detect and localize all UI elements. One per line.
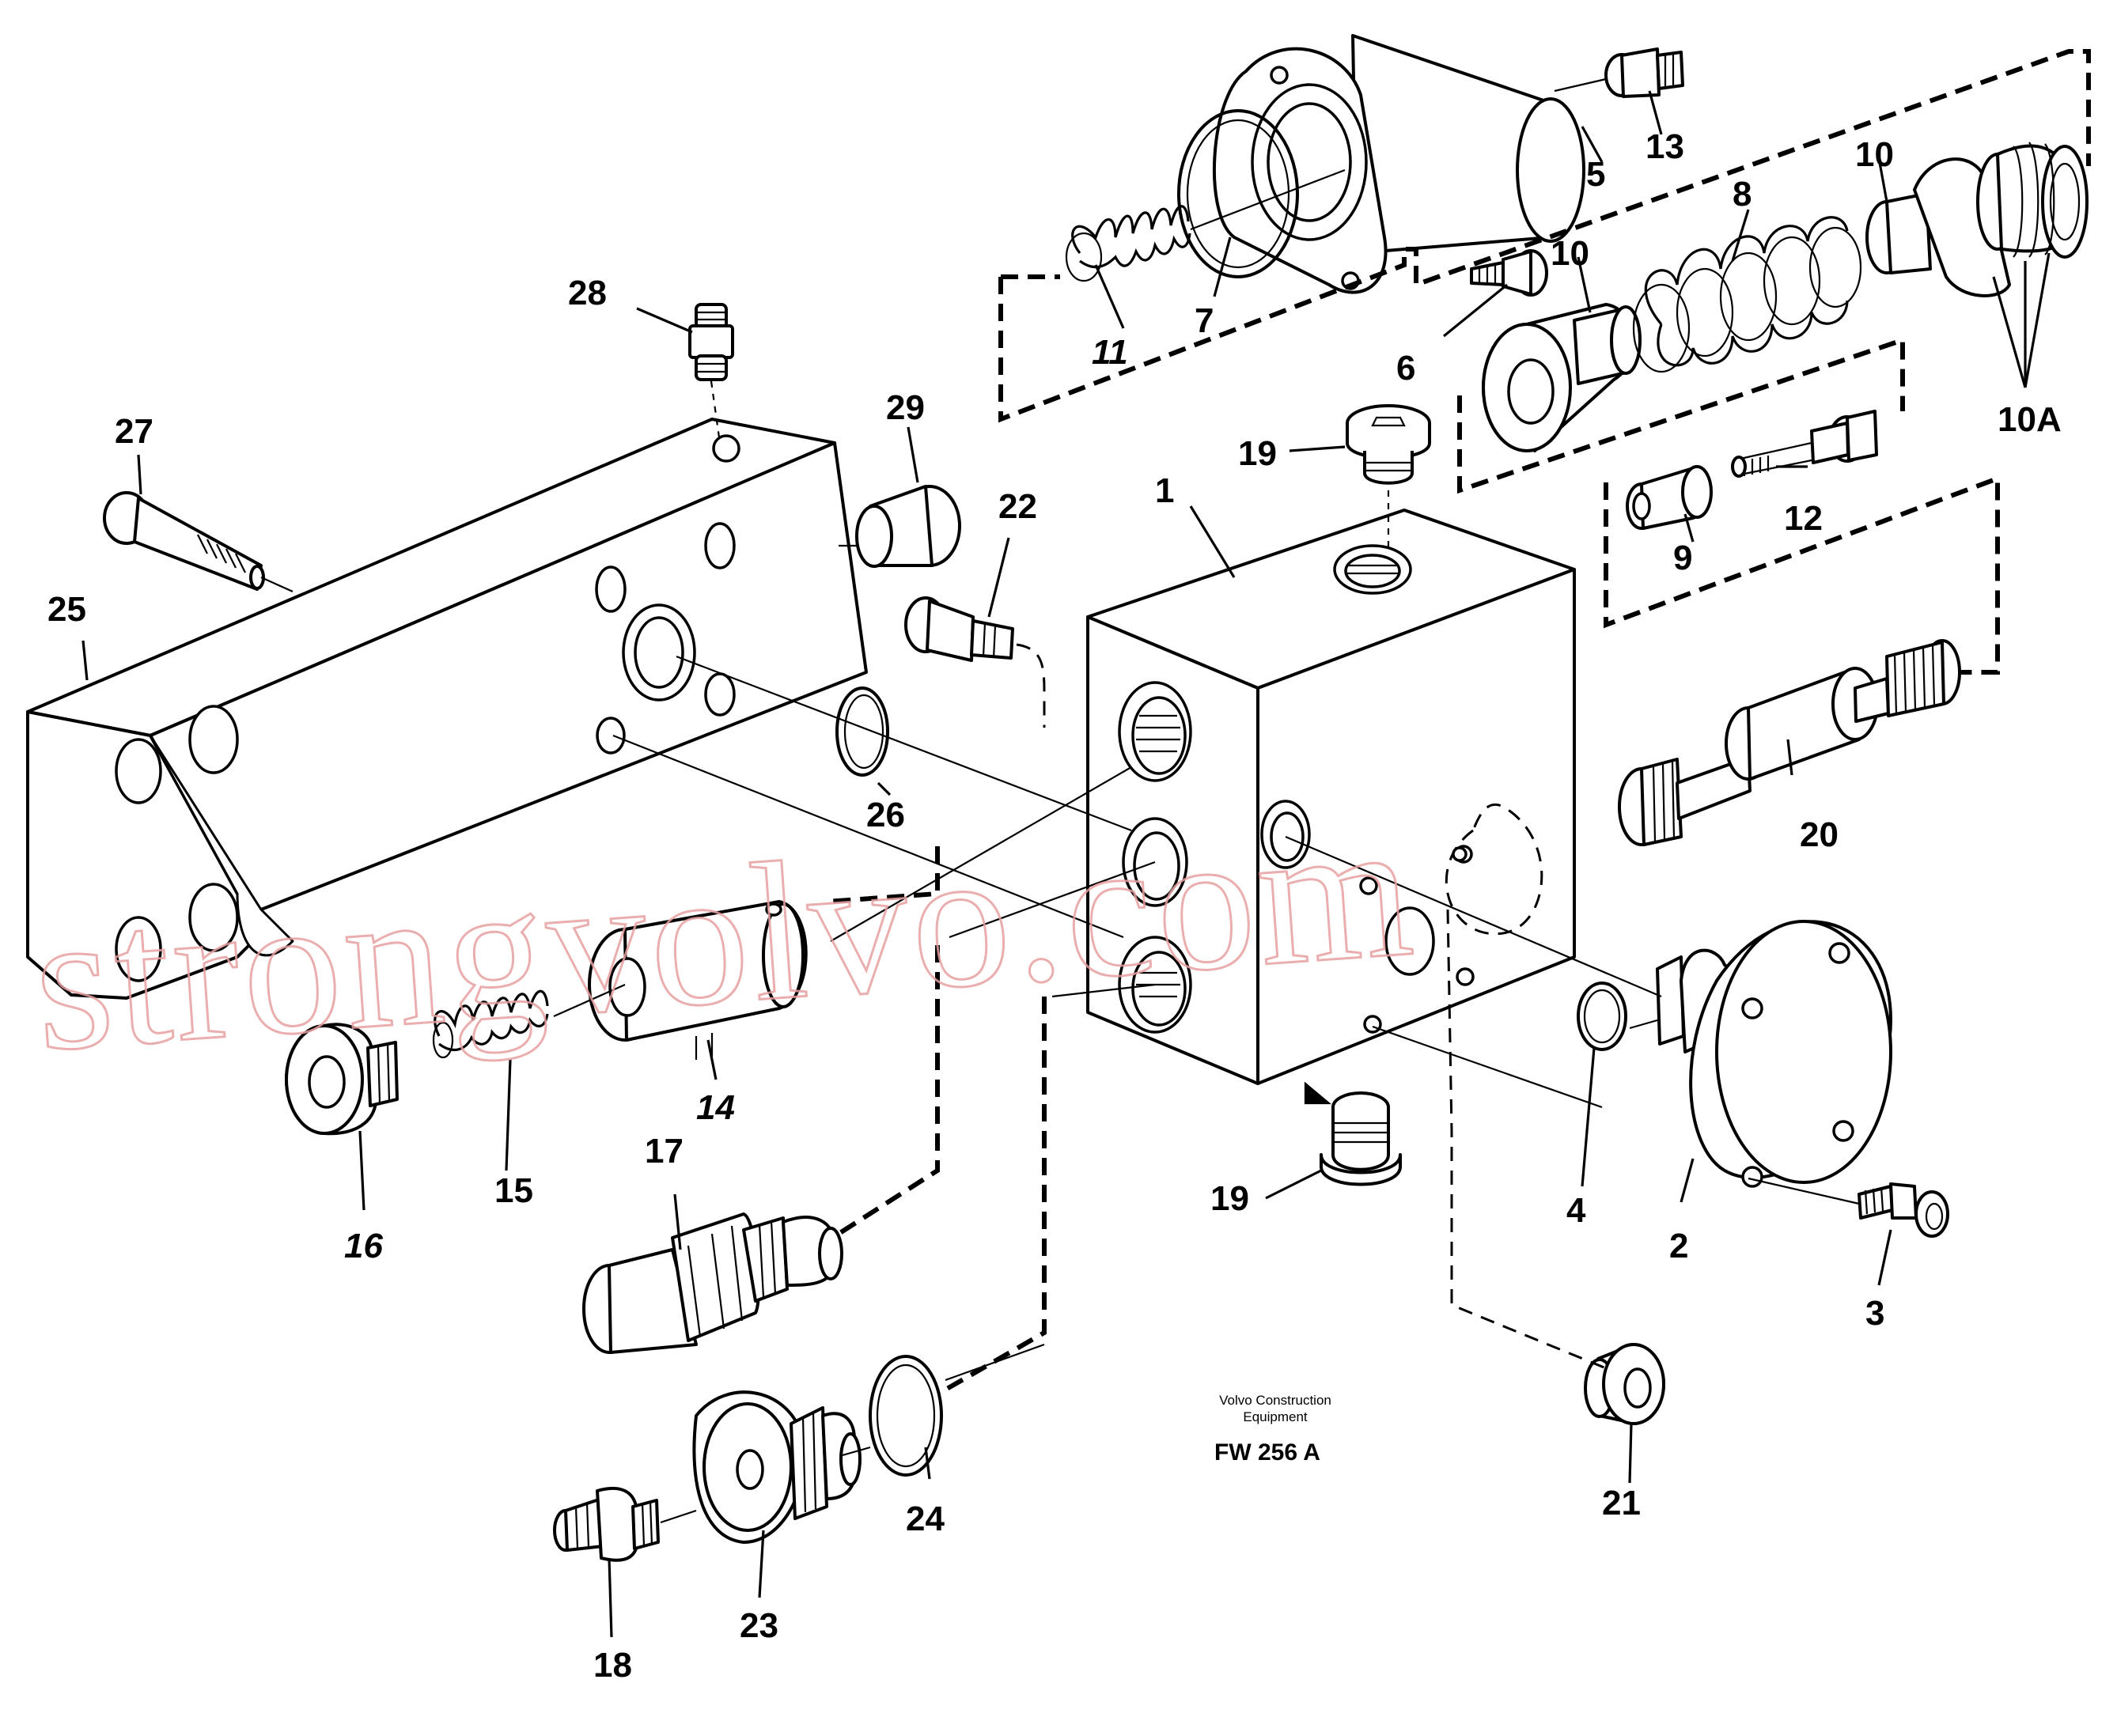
callout-26: 26	[866, 796, 905, 834]
part-29-plug	[839, 485, 961, 568]
part-10-piston	[1865, 142, 2089, 297]
callout-19-top: 19	[1238, 434, 1277, 473]
part-8-spring	[1632, 216, 1862, 373]
part-27-bolt	[103, 491, 294, 593]
part-11-spring	[1065, 168, 1346, 282]
callout-23: 23	[740, 1606, 778, 1645]
callout-22: 22	[998, 487, 1037, 526]
callout-8: 8	[1733, 175, 1752, 214]
part-19-bottom-plug	[1320, 1091, 1402, 1186]
callout-25: 25	[47, 590, 86, 629]
caption-line-1: Volvo Construction	[1219, 1393, 1331, 1408]
callout-5: 5	[1586, 155, 1605, 194]
part-7-o-ring	[1177, 109, 1299, 278]
part-5-solenoid	[1212, 34, 1585, 294]
callout-18: 18	[593, 1646, 632, 1685]
callout-16: 16	[344, 1227, 383, 1265]
callout-24: 24	[906, 1500, 945, 1538]
callout-19-bottom: 19	[1210, 1179, 1249, 1218]
part-10-spring-seat	[1482, 303, 1642, 452]
leader-lines	[81, 90, 2051, 1638]
part-22-union	[904, 596, 1046, 728]
callout-13: 13	[1646, 127, 1684, 166]
part-25-distribution-plate	[26, 418, 868, 1000]
callout-12: 12	[1784, 499, 1823, 538]
callout-10-right: 10	[1855, 135, 1894, 174]
part-17-relief-valve	[582, 1212, 843, 1354]
callout-7: 7	[1195, 301, 1214, 340]
part-13-screw	[1554, 47, 1684, 98]
callout-2: 2	[1669, 1227, 1688, 1265]
solenoid-group-bracket	[998, 49, 2091, 423]
callout-15: 15	[494, 1171, 533, 1210]
part-16-plug	[285, 1023, 399, 1136]
part-12-bolt	[1731, 410, 1878, 478]
callout-14: 14	[696, 1088, 735, 1127]
callout-20: 20	[1800, 815, 1839, 854]
part-24-o-ring	[869, 1355, 943, 1477]
part-6-screw	[1470, 249, 1548, 297]
drawing-number: FW 256 A	[1214, 1439, 1320, 1466]
part-20-spool	[1618, 639, 1961, 846]
seat-group-bracket	[1457, 336, 2000, 675]
part-28-fitting	[688, 303, 734, 444]
part-1-valve-body	[1086, 509, 1576, 1105]
callout-17: 17	[645, 1132, 684, 1171]
part-9-sleeve	[1626, 465, 1713, 530]
callout-10A: 10A	[1998, 400, 2062, 439]
part-21-plug	[1584, 1343, 1665, 1425]
callout-28: 28	[568, 274, 607, 312]
part-3-screw	[1748, 1177, 1949, 1238]
callout-29: 29	[886, 388, 925, 427]
part-15-spring	[432, 989, 549, 1059]
part-18-fitting	[553, 1486, 697, 1562]
callout-9: 9	[1673, 539, 1692, 577]
part-19-top-plug	[1346, 404, 1431, 554]
part-2-end-cover	[1656, 920, 1892, 1188]
part-26-o-ring	[835, 686, 889, 777]
callout-21: 21	[1602, 1484, 1641, 1522]
assembly-lines	[553, 655, 1662, 1457]
callout-6: 6	[1396, 349, 1415, 388]
caption-line-2: Equipment	[1243, 1409, 1308, 1424]
caption-block: Volvo Construction Equipment FW 256 A	[1214, 1393, 1331, 1466]
callout-11: 11	[1092, 333, 1128, 372]
callout-1: 1	[1155, 471, 1174, 510]
callout-labels: 1 2 3 4 5 6 7 8 9 10 10 10A 11 12 13 14 …	[47, 127, 2062, 1685]
callout-10-left: 10	[1551, 234, 1589, 273]
callout-3: 3	[1865, 1294, 1884, 1333]
part-4-o-ring	[1577, 981, 1627, 1051]
callout-27: 27	[115, 412, 153, 451]
callout-4: 4	[1566, 1191, 1586, 1230]
part-23-valve-body	[692, 1390, 862, 1544]
